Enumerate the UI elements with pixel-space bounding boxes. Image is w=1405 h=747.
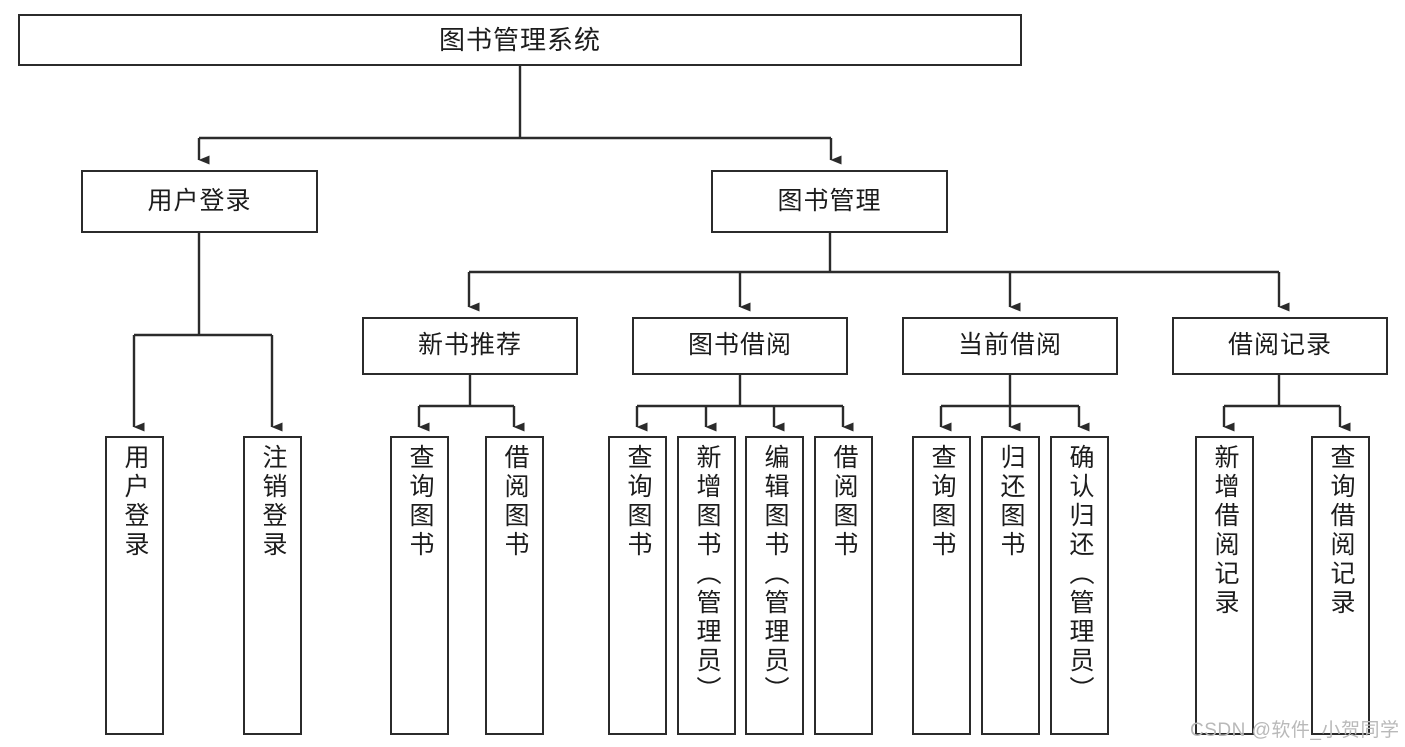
node-label: 注销登录 (259, 444, 287, 560)
node-label: 查询图书 (624, 444, 652, 560)
node-book-borrow[interactable]: 图书借阅 (632, 317, 848, 375)
node-label: 图书管理 (777, 186, 882, 215)
node-label: 用户登录 (147, 186, 252, 215)
node-borrow-record[interactable]: 借阅记录 (1172, 317, 1388, 375)
node-label: 新增借阅记录 (1211, 444, 1239, 618)
node-label: 归还图书 (997, 444, 1025, 560)
node-label: 新书推荐 (417, 331, 522, 360)
leaf-user-login[interactable]: 用户登录 (105, 436, 164, 735)
leaf-query-books-borrow[interactable]: 查询图书 (608, 436, 667, 735)
node-label: 图书借阅 (687, 331, 792, 360)
watermark: CSDN @软件_小贺同学 (1190, 720, 1400, 741)
node-current-borrow[interactable]: 当前借阅 (902, 317, 1118, 375)
leaf-query-books-current[interactable]: 查询图书 (912, 436, 971, 735)
node-label: 借阅图书 (830, 444, 858, 560)
node-root-book-management-system[interactable]: 图书管理系统 (18, 14, 1022, 66)
node-label: 用户登录 (121, 444, 149, 560)
node-label: 借阅图书 (501, 444, 529, 560)
node-new-book-recommend[interactable]: 新书推荐 (362, 317, 578, 375)
node-label: 借阅记录 (1227, 331, 1332, 360)
node-label: 确认归还（管理员） (1066, 444, 1094, 705)
node-label: 当前借阅 (957, 331, 1062, 360)
leaf-add-book-admin[interactable]: 新增图书（管理员） (677, 436, 736, 735)
leaf-logout[interactable]: 注销登录 (243, 436, 302, 735)
node-book-management[interactable]: 图书管理 (711, 170, 948, 233)
leaf-query-borrow-record[interactable]: 查询借阅记录 (1311, 436, 1370, 735)
node-label: 编辑图书（管理员） (761, 444, 789, 705)
node-label: 查询图书 (406, 444, 434, 560)
leaf-add-borrow-record[interactable]: 新增借阅记录 (1195, 436, 1254, 735)
node-label: 查询借阅记录 (1327, 444, 1355, 618)
node-label: 图书管理系统 (438, 24, 601, 55)
leaf-query-books-recommend[interactable]: 查询图书 (390, 436, 449, 735)
leaf-borrow-books-recommend[interactable]: 借阅图书 (485, 436, 544, 735)
leaf-confirm-return-admin[interactable]: 确认归还（管理员） (1050, 436, 1109, 735)
node-user-login[interactable]: 用户登录 (81, 170, 318, 233)
node-label: 新增图书（管理员） (693, 444, 721, 705)
leaf-edit-book-admin[interactable]: 编辑图书（管理员） (745, 436, 804, 735)
leaf-borrow-books[interactable]: 借阅图书 (814, 436, 873, 735)
leaf-return-books[interactable]: 归还图书 (981, 436, 1040, 735)
node-label: 查询图书 (928, 444, 956, 560)
